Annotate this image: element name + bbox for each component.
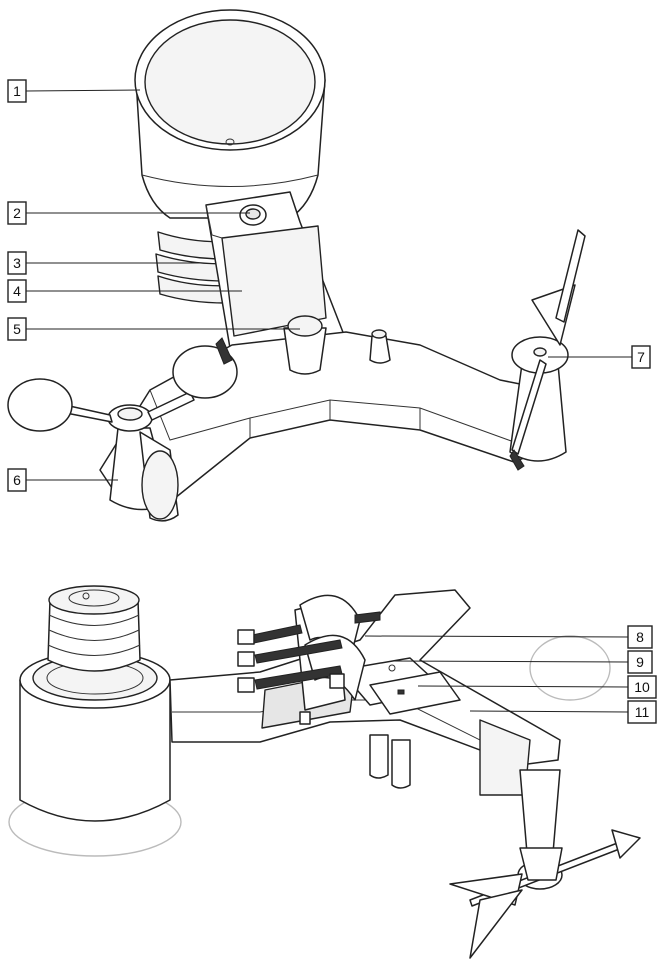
- callout-number: 4: [13, 283, 21, 299]
- callout-box: [631, 345, 651, 369]
- callout-8: 8: [364, 625, 653, 649]
- callout-number: 2: [13, 205, 21, 221]
- battery-door: [369, 664, 461, 715]
- bottom-sensor-body: [169, 589, 561, 873]
- callout-3: 3: [7, 251, 205, 275]
- rain-gauge-funnel: [134, 9, 326, 219]
- top-sensor-button: [239, 204, 267, 226]
- callout-number: 10: [634, 679, 650, 695]
- callout-number: 7: [637, 349, 645, 365]
- callout-box: [7, 279, 27, 303]
- u-bolts: [237, 611, 381, 725]
- callout-10: 10: [417, 675, 657, 699]
- callout-box: [627, 700, 657, 724]
- callout-leader-line: [417, 685, 629, 688]
- callout-5: 5: [7, 317, 300, 341]
- callout-number: 1: [13, 83, 21, 99]
- callout-number: 5: [13, 321, 21, 337]
- callout-layer: 1 2 3 4 5 6 7 8 9 10 11: [7, 79, 657, 724]
- callout-box: [7, 79, 27, 103]
- callout-2: 2: [7, 201, 250, 225]
- uv-light-sensor: [283, 315, 327, 375]
- callout-box: [627, 650, 653, 674]
- callout-7: 7: [548, 345, 651, 369]
- background-ball: [529, 635, 611, 701]
- callout-leader-line: [25, 89, 141, 92]
- callout-6: 6: [7, 468, 118, 492]
- callout-box: [7, 251, 27, 275]
- callout-9: 9: [391, 650, 653, 674]
- callout-1: 1: [7, 79, 141, 103]
- callout-4: 4: [7, 279, 242, 303]
- top-view: [7, 9, 586, 522]
- callout-leader-line: [469, 710, 629, 713]
- anemometer: [7, 337, 238, 522]
- callout-number: 8: [636, 629, 644, 645]
- callout-box: [7, 317, 27, 341]
- wind-vane: [509, 229, 586, 471]
- callout-box: [627, 675, 657, 699]
- base-cylinder: [8, 651, 182, 857]
- radiation-shield-stack: [47, 585, 141, 672]
- callout-box: [627, 625, 653, 649]
- callout-number: 3: [13, 255, 21, 271]
- bottom-wind-vane: [449, 829, 641, 959]
- bottom-view: [8, 585, 641, 959]
- callout-11: 11: [469, 700, 657, 724]
- antenna-stub: [369, 329, 391, 364]
- callout-box: [7, 201, 27, 225]
- callout-number: 6: [13, 472, 21, 488]
- callout-number: 11: [635, 704, 650, 720]
- callout-leader-line: [391, 660, 629, 663]
- callout-number: 9: [636, 654, 644, 670]
- callout-leader-line: [364, 635, 629, 638]
- callout-box: [7, 468, 27, 492]
